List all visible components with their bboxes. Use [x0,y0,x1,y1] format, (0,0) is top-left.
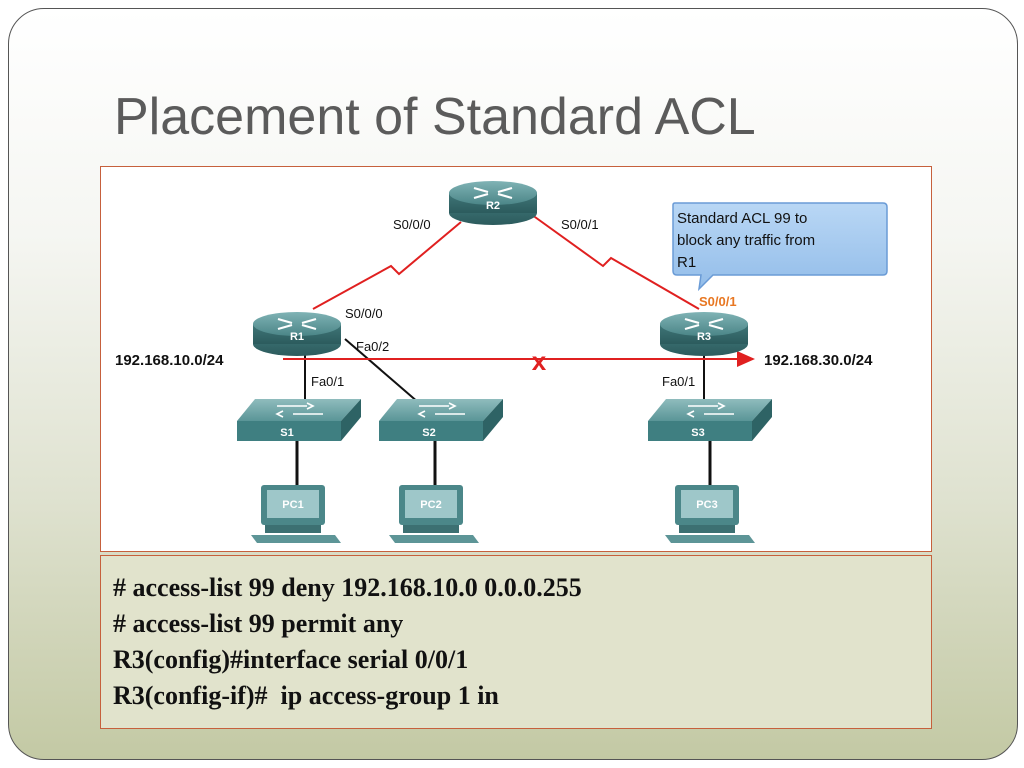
label-r3-fa01: Fa0/1 [662,374,695,389]
switch-icon [417,402,465,418]
switch-s3[interactable]: S3 [648,399,772,441]
router-label-r3: R3 [697,331,711,343]
pc-label-pc1: PC1 [282,499,303,511]
callout-line-1: Standard ACL 99 to [677,210,807,227]
callout-line-3: R1 [677,254,696,271]
command-line-1: # access-list 99 deny 192.168.10.0 0.0.0… [113,573,582,602]
slide-title: Placement of Standard ACL [114,88,756,146]
command-line-2: # access-list 99 permit any [113,609,404,638]
label-r1-fa02: Fa0/2 [356,339,389,354]
switch-label-s3: S3 [691,427,704,439]
serial-link-r1-r2 [312,221,462,310]
pc-label-pc2: PC2 [420,499,441,511]
label-r2-s000: S0/0/0 [393,217,431,232]
label-r2-s001: S0/0/1 [561,217,599,232]
network-diagram: x R2 R1 [100,166,932,552]
switch-s1[interactable]: S1 [237,399,361,441]
pc-pc2[interactable]: PC2 [389,485,479,543]
link-r1-s2 [344,338,420,404]
command-line-4: R3(config-if)# ip access-group 1 in [113,681,499,710]
network-topology-svg: x R2 R1 [115,181,888,543]
label-left-network: 192.168.10.0/24 [115,352,224,369]
label-right-network: 192.168.30.0/24 [764,352,873,369]
router-r3[interactable]: R3 [660,312,748,356]
switch-label-s2: S2 [422,427,435,439]
router-label-r1: R1 [290,331,304,343]
callout-line-2: block any traffic from [677,232,815,249]
switch-icon [686,402,734,418]
pc-pc3[interactable]: PC3 [665,485,755,543]
router-icon [473,186,513,200]
command-line-3: R3(config)#interface serial 0/0/1 [113,645,469,674]
router-r1[interactable]: R1 [253,312,341,356]
switch-icon [275,402,323,418]
pc-pc1[interactable]: PC1 [251,485,341,543]
switch-s2[interactable]: S2 [379,399,503,441]
label-r3-s001: S0/0/1 [699,294,737,309]
serial-link-r2-r3 [527,211,700,310]
router-label-r2: R2 [486,200,500,212]
cross-icon: x [532,346,547,376]
acl-commands-box: # access-list 99 deny 192.168.10.0 0.0.0… [100,555,932,729]
acl-callout: Standard ACL 99 to block any traffic fro… [672,202,888,292]
pc-label-pc3: PC3 [696,499,717,511]
router-r2[interactable]: R2 [449,181,537,225]
label-r1-s000: S0/0/0 [345,306,383,321]
router-icon [277,317,317,331]
label-r1-fa01: Fa0/1 [311,374,344,389]
slide: Placement of Standard ACL [8,8,1018,760]
router-icon [684,317,724,331]
switch-label-s1: S1 [280,427,293,439]
